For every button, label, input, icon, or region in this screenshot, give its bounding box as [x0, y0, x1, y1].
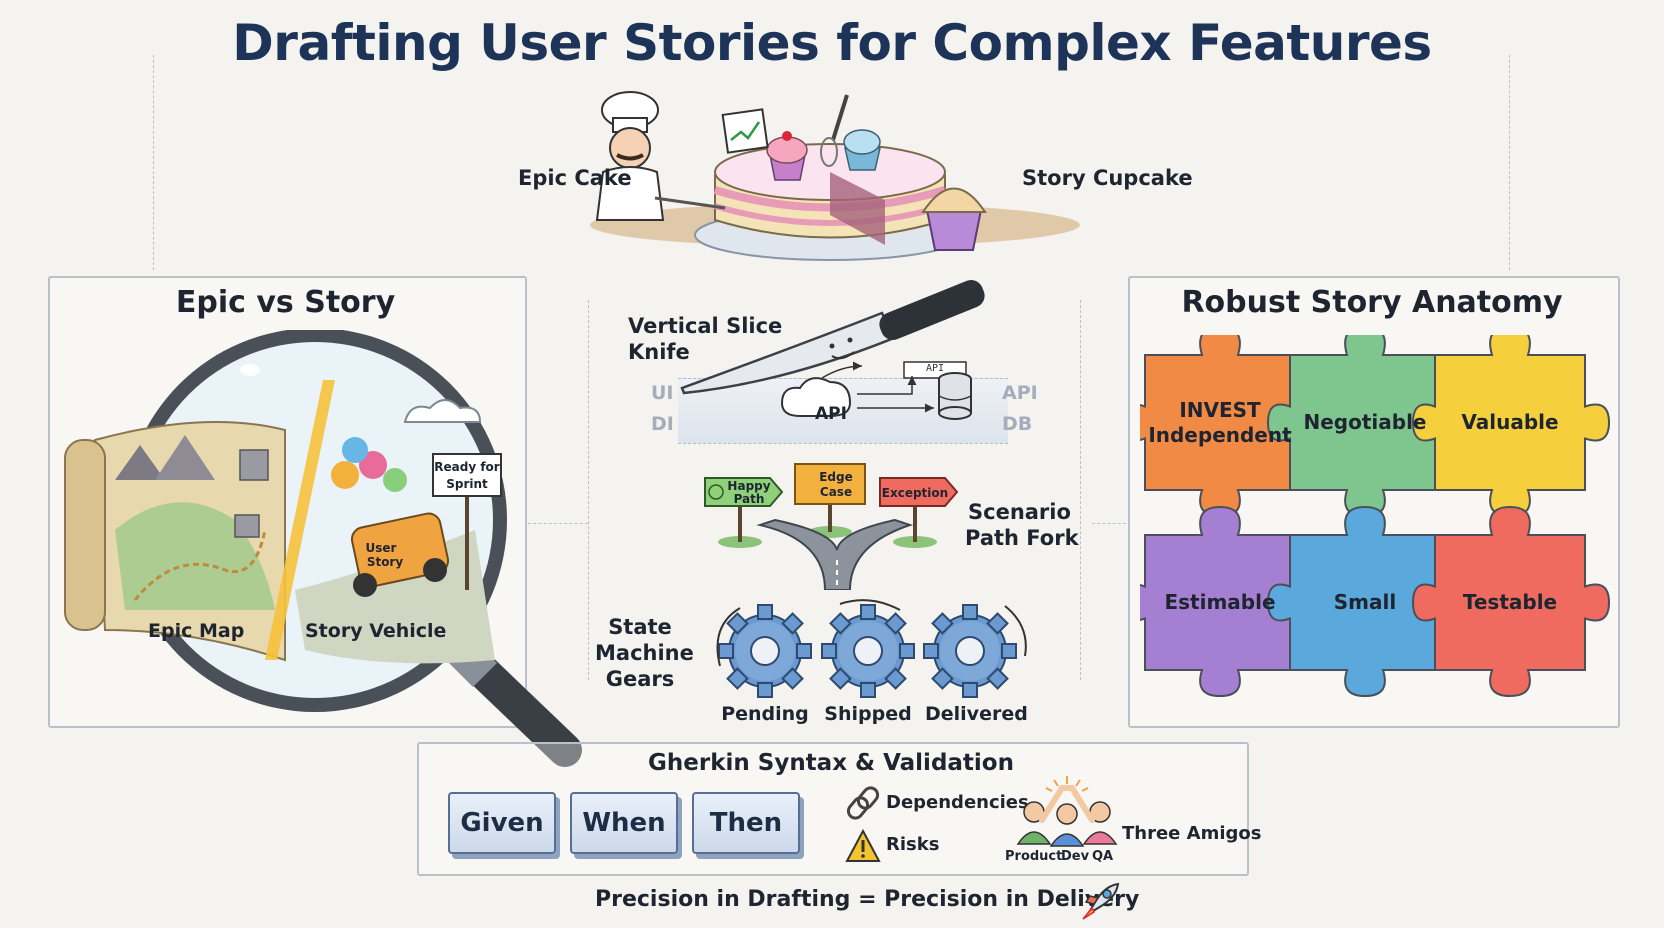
layer-db-label: DB [1002, 413, 1033, 435]
puzzle-piece-label: Testable [1435, 590, 1585, 615]
api-cloud-label: API [815, 404, 847, 424]
puzzle-label-line1: INVEST [1179, 397, 1261, 422]
puzzle-piece [1411, 505, 1610, 698]
layer-ui-label: UI [651, 382, 674, 404]
warning-icon [845, 828, 881, 862]
knife-label-line2: Knife [628, 340, 690, 364]
puzzle-label-line1: Small [1333, 590, 1397, 614]
scenario-fork-illustration: Happy Path Edge Case Exception [704, 463, 959, 590]
gherkin-when-key: When [570, 792, 678, 854]
api-box-label: API [925, 363, 945, 374]
puzzle-label-line1: Testable [1462, 590, 1558, 614]
connector-right [1509, 55, 1510, 270]
page-title: Drafting User Stories for Complex Featur… [232, 14, 1432, 72]
gears-label-line3: Gears [605, 667, 675, 691]
connector-center-left [588, 300, 589, 680]
footer-tagline: Precision in Drafting = Precision in Del… [595, 887, 1140, 912]
cupcake-icon [766, 131, 808, 181]
ready-sign-line2: Sprint [446, 477, 488, 491]
puzzle-piece-label: Valuable [1435, 410, 1585, 435]
gherkin-then-key: Then [692, 792, 800, 854]
layer-di-label: DI [651, 413, 674, 435]
puzzle-piece-label: Small [1290, 590, 1440, 615]
role-product: Product [1005, 849, 1063, 864]
story-cupcake-label: Story Cupcake [1022, 166, 1193, 190]
rocket-icon [1082, 882, 1120, 920]
epic-map-label: Epic Map [148, 620, 245, 642]
sign-happy-line1: Happy [727, 479, 770, 493]
puzzle-label-line1: Valuable [1461, 410, 1559, 434]
ready-sign-line1: Ready for [434, 460, 500, 474]
gherkin-given-key: Given [448, 792, 556, 854]
knife-label-line1: Vertical Slice [628, 314, 783, 338]
car-label-line1: User [366, 541, 397, 555]
fork-label-line1: Scenario [968, 500, 1071, 524]
three-amigos-icon [1016, 776, 1118, 847]
epic-cake-label: Epic Cake [518, 166, 632, 190]
connector-left [153, 55, 154, 270]
chef-icon [595, 91, 726, 221]
sign-happy-line2: Path [734, 492, 765, 506]
story-cupcake-icon [921, 187, 987, 251]
epic-vs-story-title: Epic vs Story [175, 285, 396, 320]
puzzle-piece-label: Negotiable [1290, 410, 1440, 435]
cake-illustration [590, 91, 1080, 261]
gear-pending-icon [718, 604, 812, 698]
sign-exception: Exception [882, 486, 948, 500]
fork-label-line2: Path Fork [965, 526, 1079, 550]
puzzle-label-line1: Estimable [1164, 590, 1276, 614]
puzzle-label-line1: Negotiable [1303, 410, 1427, 434]
magnifier-illustration: Ready for Sprint User Story [64, 330, 582, 767]
connector-mid-right [1092, 523, 1126, 524]
gears-label-line1: State [608, 615, 672, 639]
puzzle-piece [1411, 335, 1610, 518]
sign-edge-line1: Edge [819, 470, 853, 484]
three-amigos-label: Three Amigos [1122, 823, 1262, 844]
connector-mid-left [528, 523, 588, 524]
gears-illustration [716, 599, 1027, 698]
anatomy-title: Robust Story Anatomy [1181, 285, 1563, 320]
role-dev: Dev [1061, 849, 1090, 864]
state-shipped: Shipped [824, 703, 912, 725]
risks-label: Risks [886, 834, 940, 855]
slice-knife-illustration [680, 280, 985, 420]
story-vehicle-label: Story Vehicle [305, 620, 447, 642]
state-delivered: Delivered [925, 703, 1028, 725]
puzzle-illustration [1140, 335, 1610, 698]
car-label-line2: Story [367, 555, 404, 569]
puzzle-label-line2: Independent [1148, 422, 1292, 447]
puzzle-piece-label: Estimable [1145, 590, 1295, 615]
gear-shipped-icon [821, 604, 915, 698]
validation-icons [845, 786, 881, 862]
role-qa: QA [1092, 849, 1114, 864]
gherkin-title: Gherkin Syntax & Validation [648, 750, 1014, 776]
connector-center-right [1080, 300, 1081, 680]
link-icon [846, 786, 880, 820]
sign-edge-line2: Case [820, 485, 852, 499]
gear-delivered-icon [923, 604, 1017, 698]
gears-label-line2: Machine [595, 641, 694, 665]
dependencies-label: Dependencies [886, 792, 1029, 813]
layer-api-label: API [1002, 382, 1038, 404]
state-pending: Pending [721, 703, 809, 725]
